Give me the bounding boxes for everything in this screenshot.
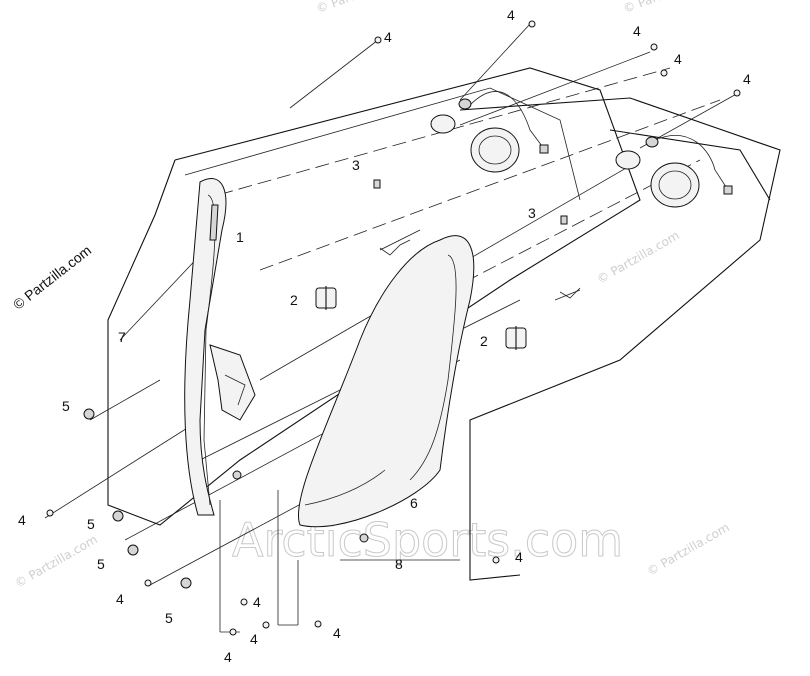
callout-4: 4 — [333, 625, 341, 641]
callout-4: 4 — [743, 71, 751, 87]
callout-4: 4 — [18, 512, 26, 528]
callout-5: 5 — [87, 516, 95, 532]
callout-6: 6 — [410, 495, 418, 511]
left-bulb-collar — [430, 98, 472, 134]
watermark-small: © Partzilla.com — [621, 0, 713, 16]
right-bulb-collar — [615, 136, 659, 170]
callout-4: 4 — [224, 649, 232, 665]
watermark-small: © Partzilla.com — [595, 228, 682, 286]
nut-parts — [83, 408, 369, 589]
watermark-main: ArcticSports.com — [232, 513, 623, 567]
right-lamp-lens — [298, 235, 475, 528]
right-bulb-socket — [505, 287, 581, 350]
callout-8: 8 — [395, 556, 403, 572]
callout-4: 4 — [253, 594, 261, 610]
left-lamp-lens — [184, 178, 227, 516]
watermark-small: © Partzilla.com — [645, 520, 732, 578]
left-housing-outline — [107, 67, 641, 526]
callout-5: 5 — [62, 398, 70, 414]
callout-4: 4 — [633, 23, 641, 39]
callout-3: 3 — [352, 157, 360, 173]
callout-labels: 1 2 2 3 3 4 4 4 4 4 4 4 4 4 4 4 4 5 5 5 … — [18, 7, 751, 665]
watermark-small: © Partzilla.com — [314, 0, 406, 16]
left-position-bulb — [373, 179, 381, 189]
callout-4: 4 — [674, 51, 682, 67]
left-reflector-ring — [469, 91, 549, 173]
callout-4: 4 — [507, 7, 515, 23]
callout-7: 7 — [118, 329, 126, 345]
callout-5: 5 — [165, 610, 173, 626]
callout-4: 4 — [116, 591, 124, 607]
callout-2: 2 — [290, 292, 298, 308]
screw-parts — [46, 20, 741, 636]
callout-2: 2 — [480, 333, 488, 349]
left-mount-bracket — [209, 344, 256, 421]
callout-4: 4 — [515, 549, 523, 565]
callout-3: 3 — [528, 205, 536, 221]
right-reflector-ring — [650, 135, 733, 208]
callout-1: 1 — [236, 229, 244, 245]
callout-4: 4 — [250, 631, 258, 647]
callout-5: 5 — [97, 556, 105, 572]
watermark-small: © Partzilla.com — [13, 532, 100, 590]
right-position-bulb — [560, 215, 568, 225]
left-bulb-socket — [315, 239, 411, 310]
callout-4: 4 — [384, 29, 392, 45]
